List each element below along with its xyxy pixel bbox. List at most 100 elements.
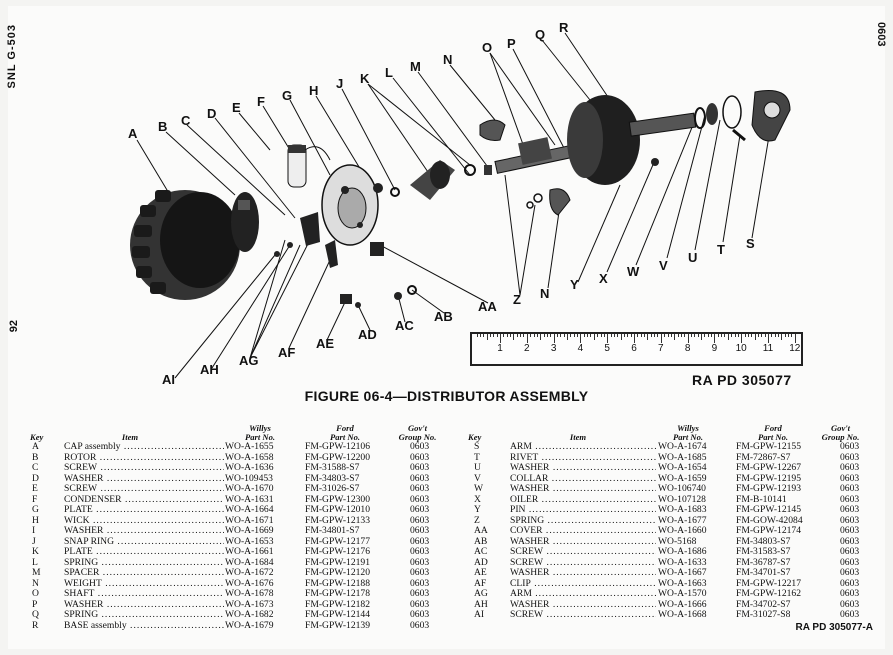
rivet-t — [732, 128, 746, 142]
cell-key: AC — [474, 546, 488, 557]
cell-group: 0603 — [840, 462, 860, 473]
callout-aa: AA — [478, 299, 497, 314]
callout-m: M — [410, 59, 421, 74]
cell-willys: WO-A-1686 — [658, 546, 707, 557]
cell-key: O — [32, 588, 39, 599]
callout-e: E — [232, 100, 241, 115]
cell-group: 0603 — [840, 577, 860, 589]
cell-item: SPRING — [64, 558, 224, 569]
table-header: Key Item Willys Part No. Ford Part No. G… — [30, 418, 445, 442]
cell-group: 0603 — [410, 525, 430, 536]
ruler-tick — [516, 334, 518, 337]
ruler-tick — [556, 334, 558, 337]
callout-ab: AB — [434, 309, 453, 324]
cell-ford: FM-GPW-12195 — [736, 472, 802, 484]
ruler-tick — [741, 334, 743, 343]
table-header: Key Item Willys Part No. Ford Part No. G… — [468, 418, 868, 442]
ruler-tick — [603, 334, 605, 337]
callout-d: D — [207, 106, 217, 121]
ruler-tick — [479, 334, 481, 337]
cell-willys: WO-A-1673 — [225, 598, 274, 610]
cell-group: 0603 — [410, 556, 430, 568]
cell-item: WASHER — [64, 474, 224, 485]
cell-key: Q — [32, 609, 39, 620]
ruler-tick — [704, 334, 706, 337]
cell-ford: FM-GPW-12191 — [305, 556, 371, 568]
ruler-tick — [664, 334, 666, 337]
cell-item: WEIGHT — [64, 579, 224, 590]
ruler-tick — [774, 334, 776, 337]
cell-ford: FM-GPW-12300 — [305, 493, 371, 505]
ruler-tick — [771, 334, 773, 337]
ruler-tick — [660, 334, 662, 343]
cell-key: V — [474, 472, 481, 484]
ruler-tick — [634, 334, 635, 343]
cell-willys: WO-A-1671 — [225, 514, 274, 526]
cell-ford: FM-GPW-12162 — [736, 588, 802, 599]
callout-y: Y — [570, 277, 579, 292]
callout-ag: AG — [239, 353, 259, 368]
small-parts — [274, 158, 659, 308]
ruler-number: 5 — [604, 343, 610, 354]
washer-u — [722, 95, 742, 129]
cell-willys: WO-A-1679 — [225, 619, 274, 631]
cell-group: 0603 — [410, 504, 430, 515]
cell-group: 0603 — [410, 598, 430, 610]
cell-ford: FM-GPW-12139 — [305, 619, 371, 631]
cell-item: OILER — [510, 495, 656, 506]
cell-group: 0603 — [410, 493, 430, 505]
cell-ford: FM-31588-S7 — [305, 462, 360, 473]
cell-group: 0603 — [840, 514, 860, 526]
cell-key: A — [32, 441, 39, 452]
ruler-tick — [623, 334, 625, 337]
cell-item: SCREW — [64, 463, 224, 474]
ruler-tick — [637, 334, 639, 337]
cell-item: COLLAR — [510, 474, 656, 485]
header-item: Item — [121, 432, 139, 442]
cell-group: 0603 — [410, 514, 430, 526]
ruler-number: 12 — [789, 343, 801, 354]
ruler-tick — [674, 334, 676, 340]
callout-ad: AD — [358, 327, 377, 342]
cell-ford: FM-GPW-12155 — [736, 441, 802, 452]
cell-key: G — [32, 504, 39, 515]
cell-key: T — [474, 451, 480, 463]
cell-group: 0603 — [840, 546, 860, 557]
callout-g: G — [282, 88, 293, 103]
cell-item: CLIP — [510, 579, 656, 590]
ruler-tick — [600, 334, 602, 337]
cell-willys: WO-A-1655 — [225, 441, 274, 452]
cell-key: H — [32, 514, 39, 526]
ruler-tick — [587, 334, 589, 337]
cell-key: AD — [474, 556, 488, 568]
cell-key: K — [32, 546, 39, 557]
cell-item: WASHER — [510, 484, 656, 495]
ruler-tick — [687, 334, 689, 343]
ruler-tick — [764, 334, 766, 337]
ruler-tick — [546, 334, 548, 337]
ruler-number: 7 — [658, 343, 664, 354]
ruler-tick — [620, 334, 622, 340]
callout-q: Q — [535, 27, 546, 42]
ruler-tick — [613, 334, 615, 337]
cell-willys: WO-A-1659 — [658, 472, 707, 484]
ruler-tick — [550, 334, 552, 337]
cell-ford: FM-72867-S7 — [736, 451, 791, 463]
cell-group: 0603 — [840, 504, 860, 515]
cell-key: I — [32, 525, 36, 536]
header-govt: Gov't Group No. — [398, 423, 437, 442]
cell-ford: FM-GPW-12010 — [305, 504, 371, 515]
callout-h: H — [309, 83, 319, 98]
cell-willys: WO-A-1683 — [658, 504, 707, 515]
cell-willys: WO-A-1669 — [225, 525, 274, 536]
cell-ford: FM-34803-S7 — [305, 472, 360, 484]
cell-group: 0603 — [840, 493, 860, 505]
